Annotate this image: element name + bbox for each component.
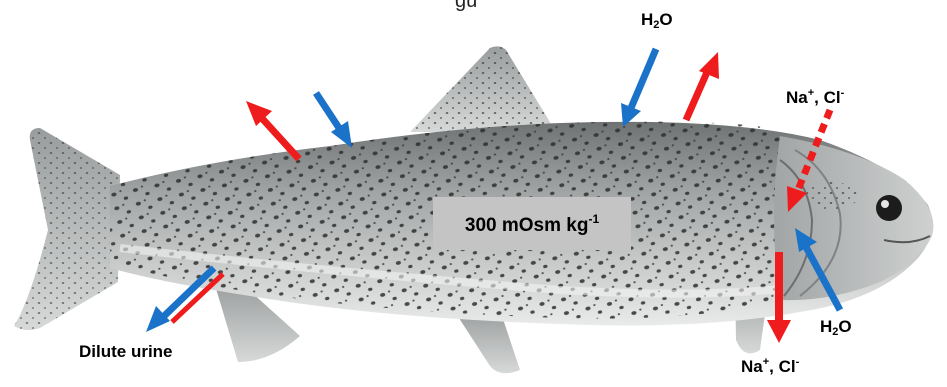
fish-head xyxy=(774,136,933,300)
dorsal-fin xyxy=(410,46,556,132)
ion-label-right: Na+, Cl- xyxy=(786,88,844,106)
eye xyxy=(876,195,902,221)
osmolality-label: 300 mOsm kg-1 xyxy=(465,213,599,235)
arrow-water-in-upper-left xyxy=(316,93,352,148)
internal-osmolality-box: 300 mOsm kg-1 xyxy=(433,197,631,250)
arrow-water-in-top xyxy=(621,49,656,127)
ion-label-bottom: Na+, Cl- xyxy=(741,357,799,375)
arrow-ion-out-upper-left xyxy=(246,101,299,159)
water-label-top: H2O xyxy=(641,11,673,31)
caudal-fin xyxy=(14,128,120,330)
dilute-urine-label: Dilute urine xyxy=(79,343,173,360)
arrow-ion-out-top xyxy=(686,52,719,120)
water-label-right: H2O xyxy=(820,318,852,338)
